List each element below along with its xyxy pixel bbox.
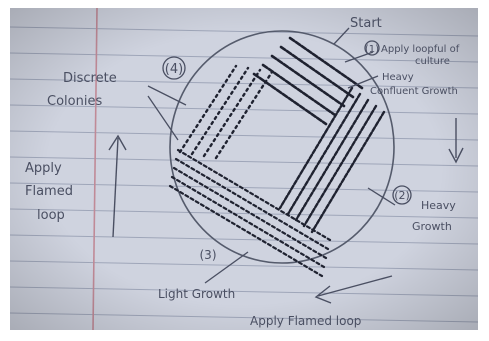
step2-marker: (2) xyxy=(394,189,410,202)
label-loop-left: loop xyxy=(37,208,65,223)
label-light-growth: Light Growth xyxy=(158,287,235,301)
label-culture: culture xyxy=(415,56,450,67)
label-colonies: Colonies xyxy=(47,94,102,109)
photo-vignette xyxy=(10,8,478,330)
label-apply-left: Apply xyxy=(25,161,62,176)
label-heavy-confluent-2: Confluent Growth xyxy=(370,86,458,97)
label-apply-flamed-bottom: Apply Flamed loop xyxy=(250,314,361,328)
step3-marker: (3) xyxy=(200,248,217,262)
label-discrete: Discrete xyxy=(63,71,117,86)
label-start: Start xyxy=(350,16,382,31)
step1-marker: (1) xyxy=(365,44,379,55)
step4-marker: (4) xyxy=(165,62,183,77)
label-heavy-growth-1: Heavy xyxy=(421,199,456,212)
label-apply-loopful: Apply loopful of xyxy=(381,44,460,55)
label-flamed-left: Flamed xyxy=(25,184,73,199)
label-heavy-confluent-1: Heavy xyxy=(382,72,414,83)
label-heavy-growth-2: Growth xyxy=(412,220,452,233)
